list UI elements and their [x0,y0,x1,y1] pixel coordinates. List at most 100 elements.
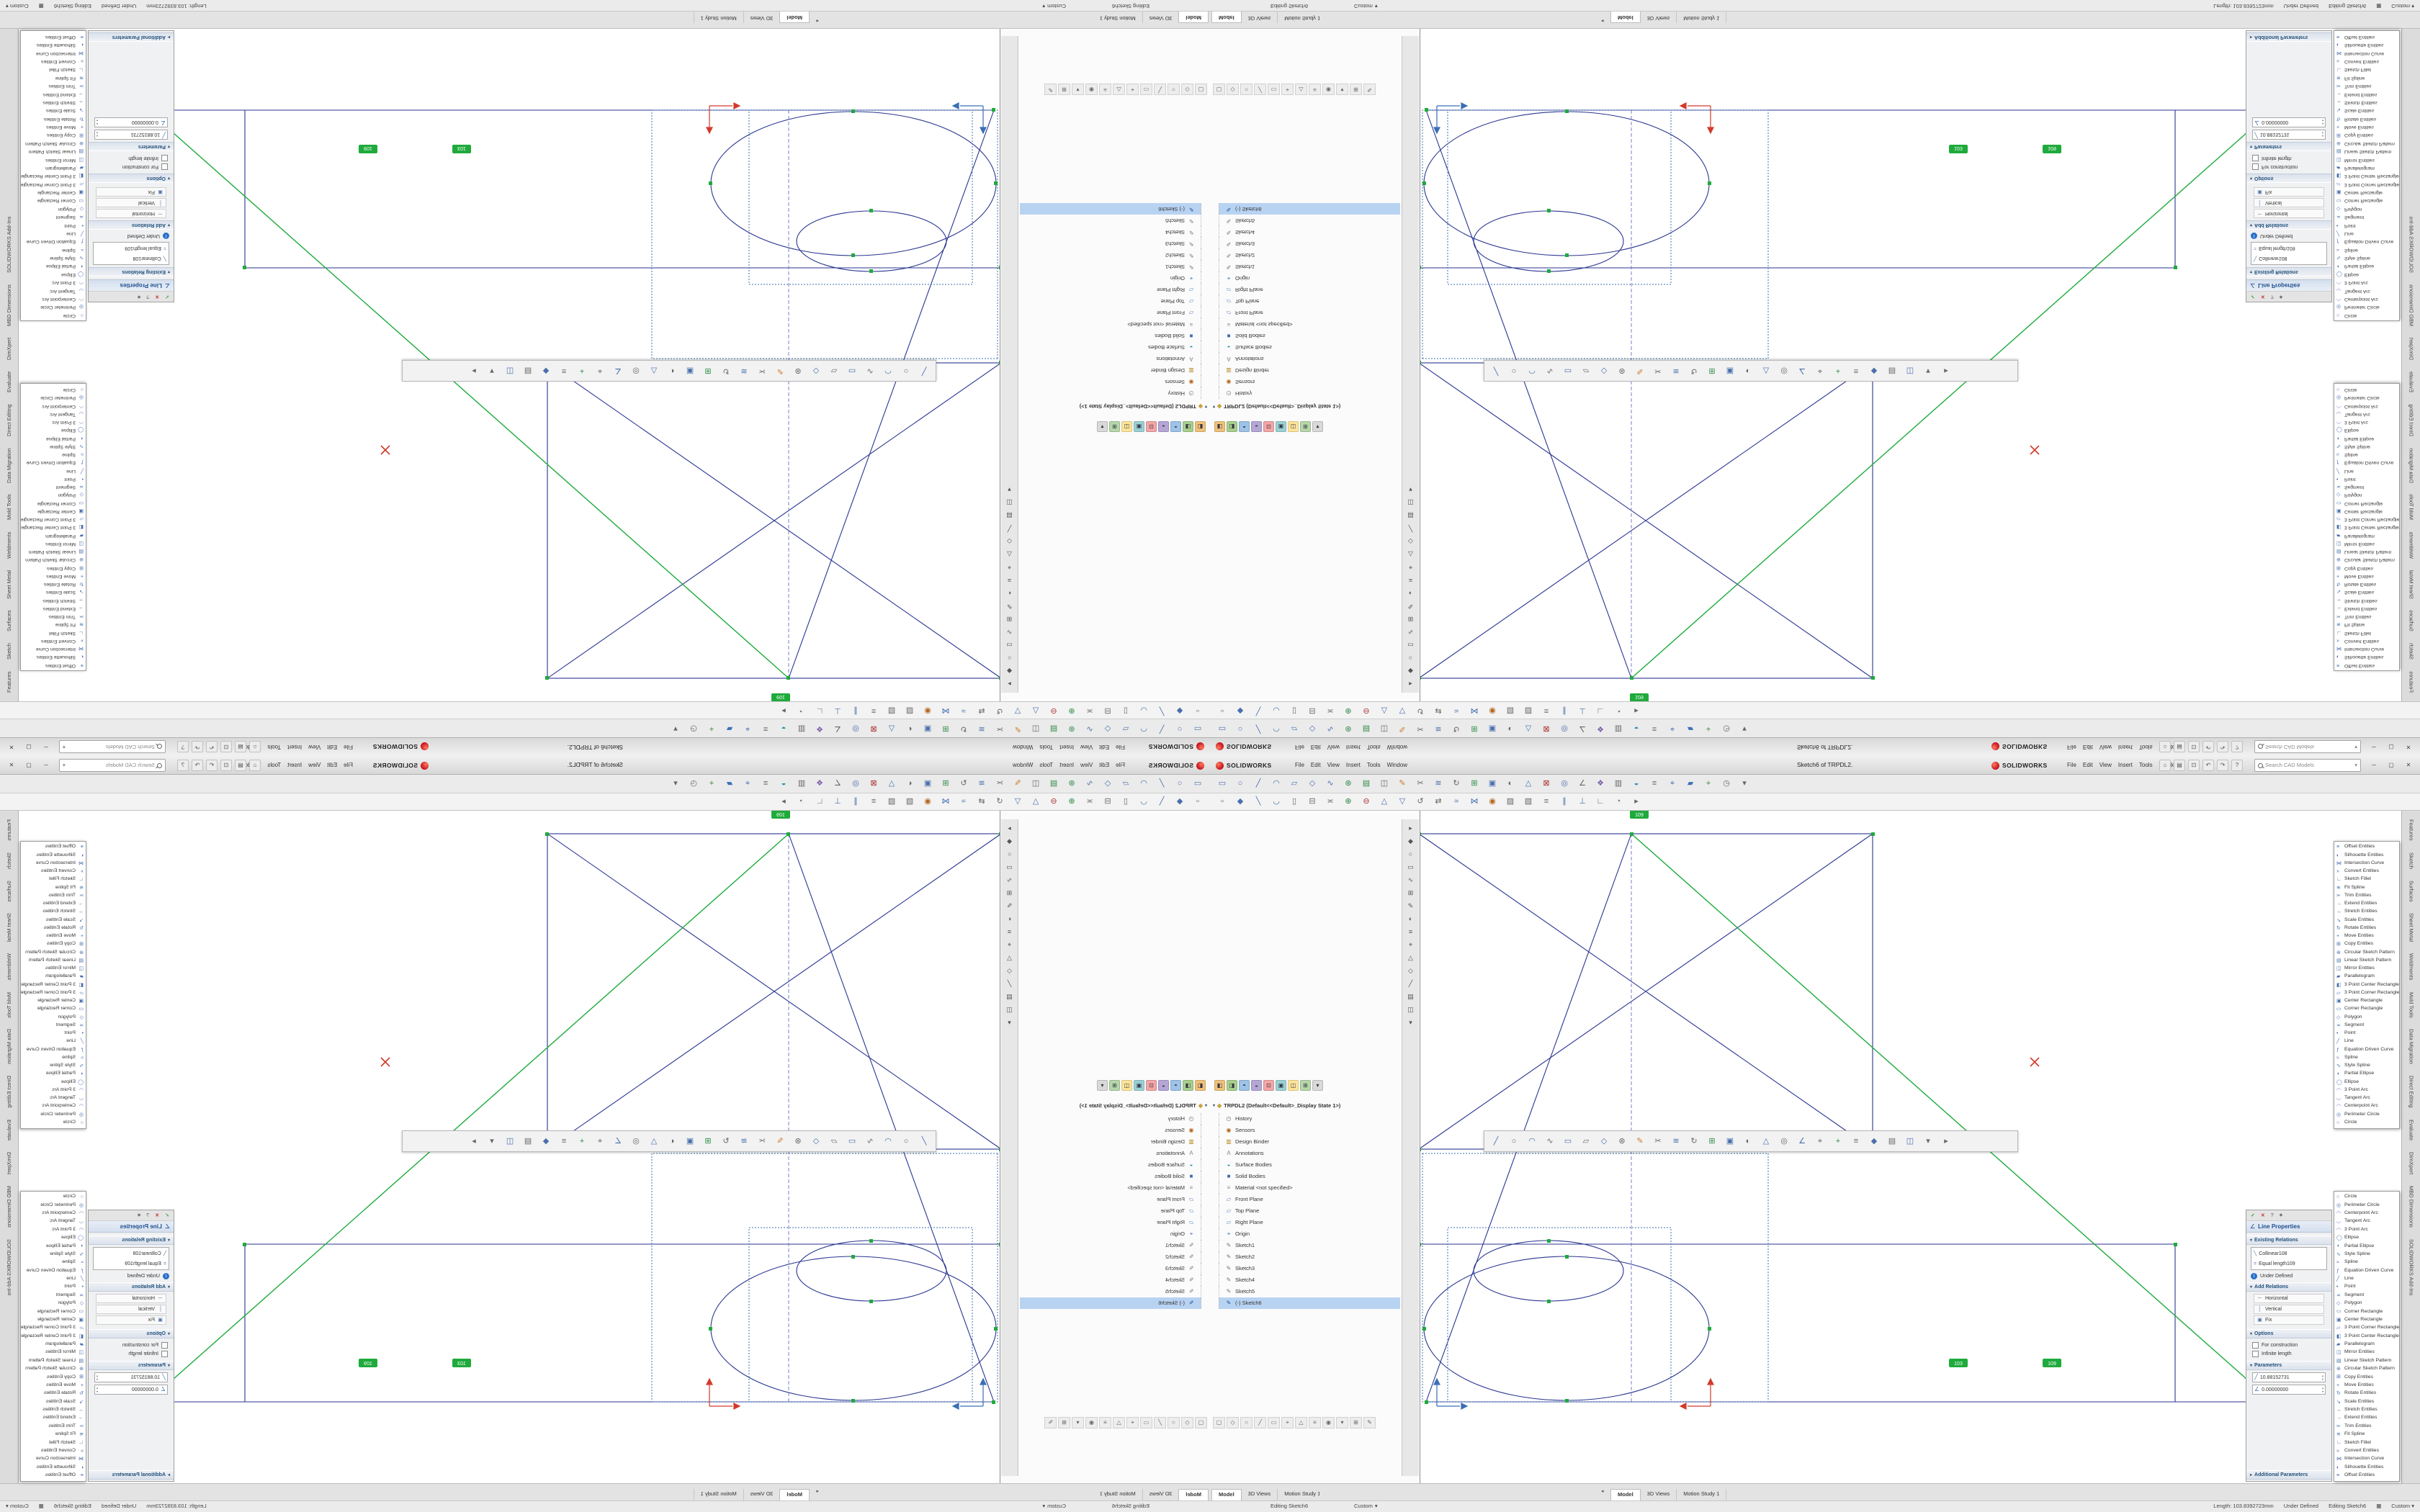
toolbar-button[interactable]: ▨ [902,795,918,809]
sketch-tool-item[interactable]: +Move Entities [2336,933,2374,940]
toolbar-button[interactable]: ▭ [844,1134,860,1148]
toolbar-button[interactable]: ⊞ [938,777,954,791]
sketch-tool-item[interactable]: ∿Style Spline [2336,1251,2370,1257]
sketch-tool-item[interactable]: ∿Style Spline [2336,1063,2370,1069]
menu-item[interactable]: Window [1386,744,1408,750]
side-toolbar-icon[interactable]: ◆ [1007,667,1012,675]
sketch-tool-item[interactable]: ↔Stretch Entities [42,597,84,603]
toolbar-button[interactable]: ▰ [722,721,738,736]
view-toolbar-icon[interactable]: ◧ [1214,421,1225,432]
menu-item[interactable]: Tools [1366,744,1381,750]
sketch-tool-item[interactable]: ◠3 Point Arc [2336,1086,2368,1093]
command-tab[interactable]: MBD Dimensions [5,1186,12,1228]
toolbar-button[interactable]: ◫ [1902,364,1918,378]
model-tab[interactable]: Motion Study 1 [1278,11,1319,23]
sketch-tool-item[interactable]: ▣Center Rectangle [2336,1316,2383,1323]
sketch-tool-item[interactable]: ▰Parallelogram [45,532,84,539]
toolbar-button[interactable]: △ [646,1134,662,1148]
relation-item[interactable]: ╲Collinear108 [2254,256,2287,261]
toolbar-button[interactable]: ⊞ [700,1134,716,1148]
sketch-tool-item[interactable]: ◡Tangent Arc [50,1095,84,1102]
sketch-tool-item[interactable]: ∟Sketch Fillet [48,629,84,636]
sketch-tool-item[interactable]: ◯Ellipse [60,271,84,277]
sketch-tool-item[interactable]: ▣Center Rectangle [37,998,84,1004]
feature-tree-item[interactable]: ▥Design Binder [1020,1136,1201,1148]
toolbar-button[interactable]: ⊞ [1466,777,1482,791]
toolbar-button[interactable]: ↺ [992,703,1008,718]
command-tab[interactable]: Features [5,819,12,841]
view-toolbar-icon[interactable]: ◫ [1288,421,1299,432]
toolbar-button[interactable]: ✂ [754,364,770,378]
toolbar-button[interactable]: ◫ [1028,777,1044,791]
toolbar-button[interactable]: ◐ [1740,1134,1756,1148]
toolbar-button[interactable]: ≋ [1430,777,1446,791]
toolbar-button[interactable]: ◷ [1718,777,1734,791]
sketch-tool-item[interactable]: ◧3 Point Center Rectangle [2336,524,2399,531]
stepper-icon[interactable]: ▴▾ [97,119,99,127]
toolbar-button[interactable]: ⇄ [974,703,990,718]
quick-toolbar-icon[interactable]: ⌂ [2159,760,2171,771]
section-additional-parameters[interactable]: ▸ Additional Parameters [89,1470,174,1480]
toolbar-button[interactable]: ≡ [1646,721,1662,736]
toolbar-button[interactable]: ◆ [1232,703,1248,718]
toolbar-button[interactable]: ▱ [826,364,842,378]
toolbar-button[interactable]: ◒ [776,721,792,736]
side-toolbar-icon[interactable]: ◫ [1006,1006,1013,1013]
toolbar-button[interactable]: ◇ [1100,777,1116,791]
toolbar-button[interactable]: △ [884,721,900,736]
side-toolbar-icon[interactable]: △ [1408,955,1413,961]
toolbar-button[interactable]: ∠ [830,721,846,736]
sketch-tool-item[interactable]: ◖Partial Ellipse [2336,435,2375,441]
section-existing-relations[interactable]: ▾ Existing Relations [89,267,174,276]
pin-icon[interactable]: ◆ [2279,294,2283,299]
sketch-tool-item[interactable]: ◡Tangent Arc [50,287,84,294]
search-input[interactable]: Search CAD Models ▾ [2254,740,2361,753]
side-toolbar-icon[interactable]: ◫ [1407,499,1414,506]
toolbar-button[interactable]: ⊥ [830,703,846,718]
command-tab[interactable]: Surfaces [2408,610,2415,632]
search-input[interactable]: Search CAD Models ▾ [59,759,166,772]
toolbar-button[interactable]: ∿ [862,1134,878,1148]
toolbar-button[interactable]: ≡ [1538,703,1554,718]
toolbar-button[interactable]: △ [1758,1134,1774,1148]
sketch-tool-item[interactable]: →Extend Entities [2336,1415,2378,1421]
sketch-tool-item[interactable]: ◖Partial Ellipse [45,1243,84,1249]
toolbar-button[interactable]: ◔ [794,795,810,809]
command-tab[interactable]: Sheet Metal [2408,913,2415,942]
filter-icon[interactable]: ◉ [1085,1417,1098,1428]
toolbar-button[interactable]: ⊠ [866,777,882,791]
quick-toolbar-icon[interactable]: ? [177,741,189,752]
toolbar-button[interactable]: ∥ [848,795,864,809]
toolbar-button[interactable]: ○ [1506,364,1522,378]
toolbar-button[interactable]: ▽ [1394,703,1410,718]
sketch-tool-item[interactable]: ≍Segment [55,214,84,220]
toolbar-button[interactable]: ◠ [1524,364,1540,378]
toolbar-button[interactable]: ⊞ [700,364,716,378]
toolbar-button[interactable]: ⊛ [790,1134,806,1148]
sketch-tool-item[interactable]: ∿Style Spline [50,255,84,261]
side-toolbar-icon[interactable]: ✎ [1007,902,1013,909]
toolbar-button[interactable]: ◡ [1136,703,1152,718]
sketch-tool-item[interactable]: •Point [64,222,84,228]
feature-tree-item[interactable]: ■Solid Bodies [1020,1171,1201,1182]
sketch-tool-item[interactable]: ▭Corner Rectangle [2336,197,2383,204]
sketch-tool-item[interactable]: ≡Offset Entities [45,844,84,850]
menu-item[interactable]: Edit [1310,762,1321,768]
sketch-tool-item[interactable]: ◫Mirror Entities [2336,156,2375,163]
filter-icon[interactable]: ⊞ [1058,84,1070,95]
toolbar-button[interactable]: △ [884,777,900,791]
sketch-tool-item[interactable]: ╱Line [66,467,84,474]
toolbar-button[interactable]: ≍ [1082,795,1098,809]
toolbar-button[interactable]: ▰ [1682,721,1698,736]
toolbar-button[interactable]: ◠ [880,364,896,378]
toolbar-button[interactable]: ≡ [758,721,774,736]
menu-item[interactable]: File [1295,762,1304,768]
pin-icon[interactable]: ◆ [2279,1213,2283,1218]
toolbar-button[interactable]: ◇ [808,1134,824,1148]
toolbar-button[interactable]: ↺ [992,795,1008,809]
toolbar-button[interactable]: ⊟ [1100,795,1116,809]
toolbar-button[interactable]: ↻ [1448,777,1464,791]
toolbar-button[interactable]: ⌖ [1812,1134,1828,1148]
toolbar-button[interactable]: ✂ [1412,721,1428,736]
